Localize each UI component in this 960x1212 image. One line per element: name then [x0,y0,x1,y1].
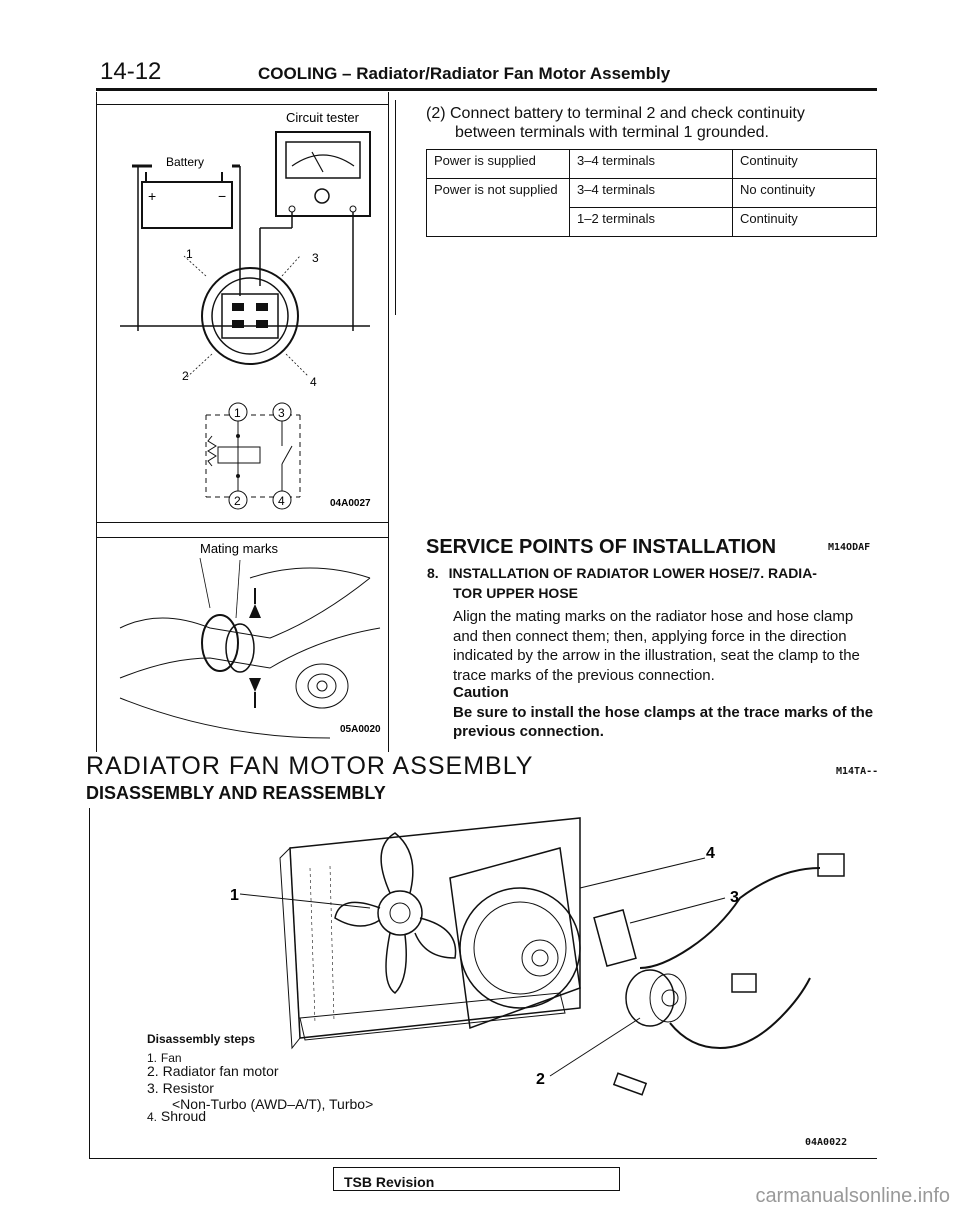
shroud-icon [449,847,581,1030]
assembly-code: M14TA-- [836,766,879,777]
table-row: Power is supplied 3–4 terminals Continui… [426,149,877,179]
check-instruction-line2: between terminals with terminal 1 ground… [455,124,769,141]
connector-icon [201,267,299,365]
step-title: 8. INSTALLATION OF RADIATOR LOWER HOSE/7… [427,565,817,581]
step-num: 2. [147,1063,159,1079]
callout-1: 1 [230,887,239,904]
battery-icon [141,181,233,229]
list-item: 2. Radiator fan motor [147,1063,279,1079]
callout-3: 3 [730,889,739,906]
callout-2: 2 [536,1071,545,1088]
list-item: 3. Resistor [147,1080,214,1096]
circuit-tester-label: Circuit tester [286,110,360,125]
hose-figure: Mating marks 05A0020 [100,538,388,750]
caution-heading: Caution [453,684,509,701]
terminal-2-label: 2 [182,369,189,383]
table-cell: Continuity [732,207,877,237]
check-instruction-line1: (2) Connect battery to terminal 2 and ch… [426,105,805,122]
watermark: carmanualsonline.info [755,1185,950,1207]
svg-text:−: − [218,188,226,204]
assembly-title: RADIATOR FAN MOTOR ASSEMBLY [86,752,534,780]
continuity-table: Power is supplied 3–4 terminals Continui… [426,149,877,237]
fan-icon [334,832,457,994]
list-item: 1. Fan [147,1049,182,1065]
step-text: Resistor [162,1080,214,1096]
sensor-icon [612,1072,648,1096]
terminal-3-label: 3 [312,251,319,265]
terminal-4-label: 4 [310,375,317,389]
terminal-1-label: 1 [186,247,193,261]
step-title-line1: INSTALLATION OF RADIATOR LOWER HOSE/7. R… [448,565,817,581]
step-text: Shroud [160,1108,207,1124]
figure-separator [96,522,388,523]
section-title: SERVICE POINTS OF INSTALLATION [426,536,777,558]
assembly-bottom-rule [89,1158,877,1159]
step-num: 1. [147,1051,158,1065]
page-number: 14-12 [100,58,162,85]
section-code: M14ODAF [828,542,871,553]
table-cell: Continuity [732,149,877,179]
figure-code: 04A0022 [805,1137,848,1148]
table-cell: 3–4 terminals [569,149,733,179]
figure-side-line [395,100,396,315]
circuit-tester-figure: Circuit tester Battery + − [100,106,388,520]
table-row: 1–2 terminals Continuity [427,207,877,237]
tsb-label: TSB Revision [344,1174,435,1190]
tsb-revision-box: TSB Revision [333,1167,620,1191]
resistor-icon [593,909,637,967]
assembly-subtitle: DISASSEMBLY AND REASSEMBLY [86,783,386,803]
step-num: 3. [147,1080,159,1096]
step-number: 8. [427,565,439,581]
left-frame-line [96,92,97,752]
table-cell: 1–2 terminals [569,207,733,237]
header-rule [96,88,877,91]
figure-top-line [96,104,388,105]
svg-text:4: 4 [278,494,285,508]
step-num: 4. [147,1110,158,1124]
mating-marks-label: Mating marks [200,541,279,556]
table-cell: Power is supplied [426,149,570,179]
step-title-line2: TOR UPPER HOSE [453,585,578,601]
step-text: Radiator fan motor [162,1063,279,1079]
svg-text:3: 3 [278,406,285,420]
table-cell: No continuity [732,178,877,208]
connector-icon [817,853,845,877]
page-title: COOLING – Radiator/Radiator Fan Motor As… [258,64,671,83]
steps-heading: Disassembly steps [147,1032,256,1046]
callout-4: 4 [706,845,715,862]
list-item: 4. Shroud [147,1108,206,1124]
battery-label: Battery [166,155,204,169]
schematic-diagram: 1 3 2 4 [205,402,301,510]
meter-icon [275,131,371,217]
table-cell: 3–4 terminals [569,178,733,208]
step-body: Align the mating marks on the radiator h… [453,608,860,684]
assembly-frame-line [89,808,90,1158]
table-cell: Power is not supplied [426,178,570,237]
svg-text:1: 1 [234,406,241,420]
caution-text: Be sure to install the hose clamps at th… [453,704,874,740]
figure-divider-line [388,92,389,752]
table-row: Power is not supplied 3–4 terminals No c… [426,178,877,237]
step-text: Fan [160,1051,182,1065]
figure-code: 05A0020 [340,724,381,735]
svg-text:2: 2 [234,494,241,508]
fan-assembly-figure: 1 2 3 4 [220,808,880,1138]
svg-text:+: + [148,188,156,204]
figure-separator-2 [96,537,388,538]
motor-icon [625,969,687,1027]
list-item: <Non-Turbo (AWD–A/T), Turbo> [172,1096,373,1112]
step-text: <Non-Turbo (AWD–A/T), Turbo> [172,1096,374,1112]
figure-code: 04A0027 [330,498,371,509]
